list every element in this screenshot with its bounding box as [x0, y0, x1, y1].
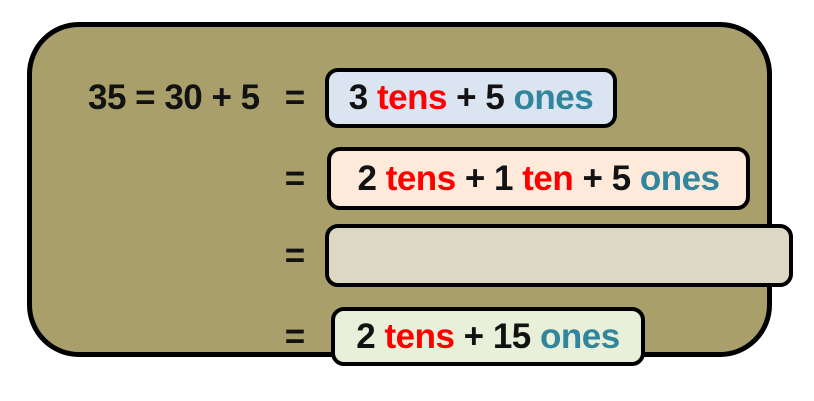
expression-segment: + 5: [446, 78, 514, 117]
expression-segment: + 5: [573, 158, 640, 198]
expression-segment: ones: [639, 158, 720, 198]
expression-segment: tens: [385, 158, 456, 198]
expression-segment: tens: [376, 78, 447, 117]
expression-segment: + 15: [454, 316, 540, 356]
expression-segment: ten: [522, 158, 574, 198]
expression-segment: 3: [348, 78, 377, 117]
equals-sign: =: [284, 78, 306, 117]
expression-box: 2 tens + 15 ones: [331, 307, 645, 366]
equals-sign: =: [284, 316, 306, 356]
expression-box: 2 tens + 1 ten + 5 ones: [327, 147, 750, 210]
equation-heading: 35 = 30 + 5: [88, 78, 260, 117]
expression-segment: ones: [540, 316, 620, 356]
expression-segment: 2: [356, 316, 385, 356]
equals-sign: =: [284, 235, 306, 275]
expression-box: [325, 224, 793, 287]
expression-box: 3 tens + 5 ones: [325, 68, 617, 128]
rows-container: 35 = 30 + 5 = 3 tens + 5 ones = 2 tens +…: [32, 27, 793, 366]
expression-segment: ones: [513, 78, 594, 117]
main-panel: 35 = 30 + 5 = 3 tens + 5 ones = 2 tens +…: [27, 22, 793, 366]
expression-segment: + 1: [455, 158, 523, 198]
equals-sign: =: [284, 158, 306, 198]
expression-segment: 2: [357, 158, 386, 198]
expression-segment: tens: [384, 316, 455, 356]
